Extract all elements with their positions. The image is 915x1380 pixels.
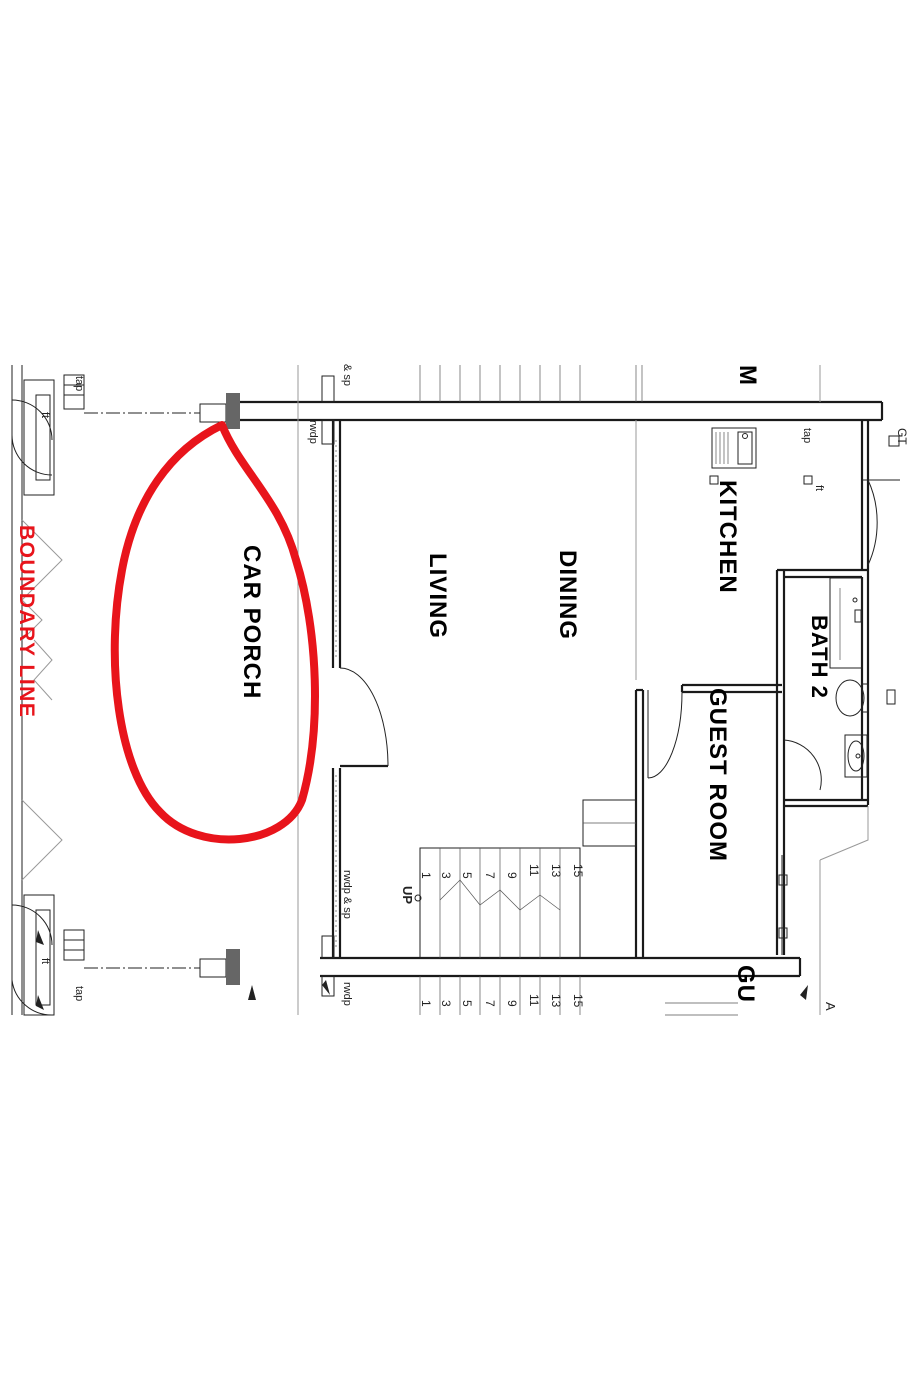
note-up: UP (400, 886, 415, 904)
stair-number: 5 (460, 872, 474, 879)
note-gt: GT (895, 428, 909, 445)
stair-number: 3 (439, 1000, 453, 1007)
note-ft: ft (39, 958, 51, 964)
room-label-living: LIVING (424, 553, 451, 639)
note-tap: tap (801, 428, 813, 443)
stair-number: 9 (505, 872, 519, 879)
stairs-guest-right (665, 1002, 738, 1016)
note-rwdp: rwdp (341, 982, 353, 1006)
washbasin-icon (844, 734, 868, 778)
stair-number: 3 (439, 872, 453, 879)
stair-number: 15 (571, 994, 585, 1008)
pillar-bottom (226, 949, 240, 985)
room-label-dining: DINING (554, 550, 581, 640)
rwdp-arrows (36, 930, 808, 1010)
boundary-line-label: BOUNDARY LINE (15, 525, 38, 718)
room-label-guest-partial: GU (732, 965, 759, 1003)
toilet-icon (835, 679, 869, 717)
stairs-main (414, 799, 637, 959)
stair-number: 1 (419, 1000, 433, 1007)
stair-number: 15 (571, 864, 585, 878)
shower-icon (829, 577, 863, 669)
stair-number: 11 (527, 994, 541, 1007)
note-ft: ft (39, 412, 51, 418)
pillar-top (226, 393, 240, 429)
room-label-kitchen: KITCHEN (714, 480, 741, 594)
stair-number: 7 (483, 1000, 497, 1007)
gate-lamp-icon (886, 435, 900, 705)
note-tap: tap (73, 376, 85, 391)
doors (339, 479, 900, 791)
note-rwdp: rwdp (307, 420, 319, 444)
stair-number: 11 (527, 864, 541, 877)
note-sp: & sp (341, 364, 353, 386)
stair-number: 13 (549, 864, 563, 878)
stair-number: 9 (505, 1000, 519, 1007)
stairs-neighbor (419, 976, 581, 1015)
room-label-bath-2: BATH 2 (807, 615, 832, 699)
room-label-guest-room: GUEST ROOM (704, 688, 731, 862)
highlight-circle (110, 421, 319, 844)
stairs-upper (419, 365, 581, 402)
room-label-car-porch: CAR PORCH (238, 545, 265, 699)
stair-numbers: 1 3 5 7 9 11 13 15 1 3 5 7 9 11 13 15 (419, 864, 585, 1008)
stair-number: 1 (419, 872, 433, 879)
house-walls (240, 365, 884, 1015)
kitchen-sink (709, 427, 813, 485)
room-label-partial-top: M (734, 365, 761, 385)
stair-number: 5 (460, 1000, 474, 1007)
drawing-notes: & sp rwdp rwdp & sp rwdp tap tap tap ft … (39, 364, 909, 1011)
note-ft: ft (813, 485, 825, 491)
note-tap: tap (73, 986, 85, 1001)
stair-number: 13 (549, 994, 563, 1008)
stair-number: 7 (483, 872, 497, 879)
note-rwdp-sp: rwdp & sp (341, 870, 353, 919)
note-a: A (823, 1002, 838, 1011)
boundary-zone (11, 365, 85, 1016)
